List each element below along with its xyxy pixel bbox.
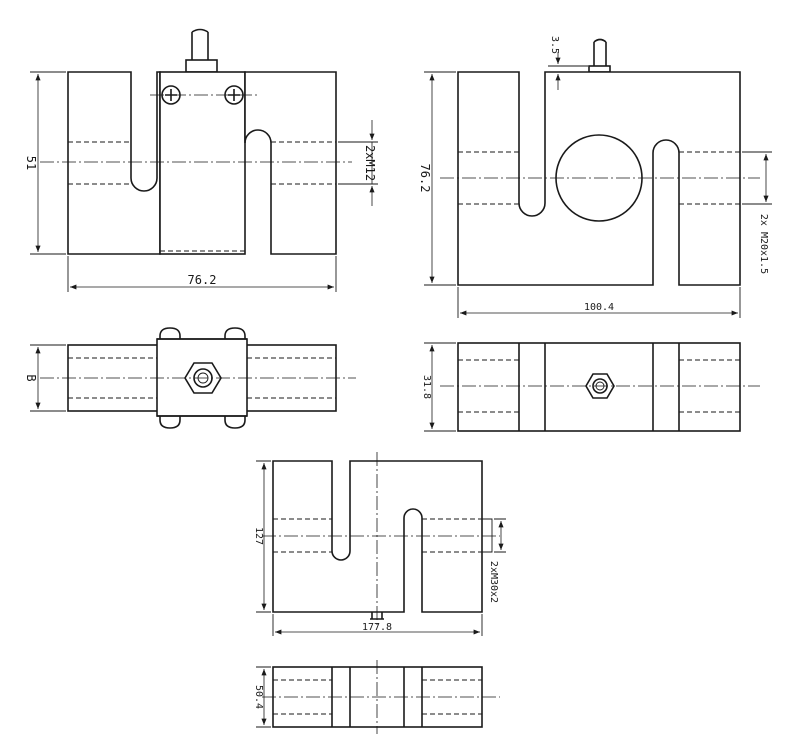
thread-label-m30: 2xM30x2 <box>488 561 499 603</box>
view-front-medium: 3.5 76.2 100.4 2x M20x1.5 <box>418 36 772 318</box>
dim-width-177-8: 177.8 <box>362 622 392 633</box>
dim-cable-offset: 3.5 <box>549 36 560 54</box>
dim-height-51: 51 <box>24 156 38 170</box>
view-front-large: 127 177.8 2xM30x2 <box>253 452 506 636</box>
dim-depth-50-4: 50.4 <box>253 685 264 709</box>
view-front-small: 51 76.2 2xM12 <box>24 28 378 292</box>
thread-label-m20: 2x M20x1.5 <box>758 214 769 274</box>
thread-label-m12: 2xM12 <box>363 145 377 181</box>
dim-height-76-2: 76.2 <box>418 164 432 193</box>
dim-height-127: 127 <box>253 527 264 545</box>
dim-width-76-2: 76.2 <box>188 273 217 287</box>
dim-depth-b: B <box>24 374 38 381</box>
dim-depth-31-8: 31.8 <box>421 375 432 399</box>
dim-width-100-4: 100.4 <box>584 302 614 313</box>
view-top-small: B <box>24 327 356 429</box>
view-top-large: 50.4 <box>253 660 500 734</box>
view-top-medium: 31.8 <box>421 342 760 432</box>
